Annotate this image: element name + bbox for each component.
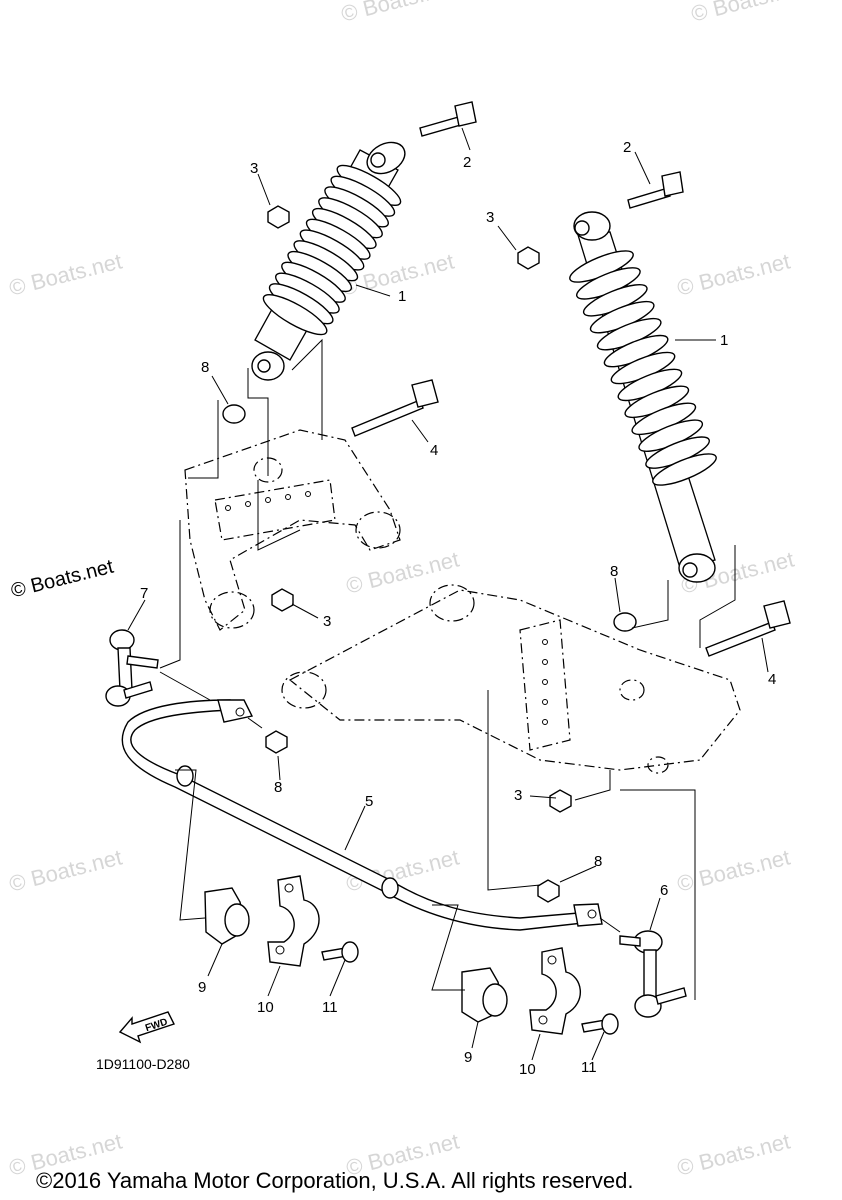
callout-9: 9 bbox=[464, 1049, 472, 1066]
callout-2: 2 bbox=[623, 139, 631, 156]
callout-8: 8 bbox=[274, 779, 282, 796]
fwd-arrow-icon: FWD bbox=[118, 1011, 175, 1044]
callout-6: 6 bbox=[660, 882, 668, 899]
callout-8: 8 bbox=[201, 359, 209, 376]
callout-1: 1 bbox=[398, 288, 406, 305]
callout-8: 8 bbox=[610, 563, 618, 580]
bolt-4-left bbox=[351, 379, 439, 437]
callout-4: 4 bbox=[430, 442, 438, 459]
callout-1: 1 bbox=[720, 332, 728, 349]
bushing-9 bbox=[204, 887, 508, 1023]
leader-lines bbox=[127, 127, 769, 1061]
callout-8: 8 bbox=[594, 853, 602, 870]
rear-arm-right bbox=[281, 584, 741, 774]
stabilizer-bar bbox=[121, 699, 603, 931]
callout-5: 5 bbox=[365, 793, 373, 810]
callout-10: 10 bbox=[519, 1061, 536, 1078]
callout-4: 4 bbox=[768, 671, 776, 688]
callout-2: 2 bbox=[463, 154, 471, 171]
bolt-4-right bbox=[705, 600, 791, 657]
stabilizer-link-6 bbox=[619, 930, 687, 1018]
spring-coil bbox=[262, 294, 328, 336]
copyright: ©2016 Yamaha Motor Corporation, U.S.A. A… bbox=[36, 1168, 634, 1193]
bolt-2-right bbox=[627, 171, 684, 209]
callout-9: 9 bbox=[198, 979, 206, 996]
callout-3: 3 bbox=[323, 613, 331, 630]
callout-3: 3 bbox=[486, 209, 494, 226]
assembly-lines bbox=[159, 338, 736, 1000]
callout-7: 7 bbox=[140, 585, 148, 602]
shock-absorber-right bbox=[569, 211, 717, 583]
bolt-2-left bbox=[419, 101, 477, 137]
stabilizer-link-7 bbox=[105, 629, 159, 707]
nut-3 bbox=[267, 205, 572, 813]
bracket-10 bbox=[267, 875, 582, 1035]
callout-numbers: 1 1 2 2 3 3 3 3 4 4 5 6 7 8 8 8 8 9 9 10… bbox=[140, 139, 776, 1078]
callout-11: 11 bbox=[322, 999, 338, 1016]
callout-10: 10 bbox=[257, 999, 274, 1016]
bolt-11 bbox=[321, 941, 619, 1035]
diagram-code: 1D91100-D280 bbox=[96, 1056, 190, 1072]
callout-3: 3 bbox=[514, 787, 522, 804]
callout-11: 11 bbox=[581, 1059, 597, 1076]
spring-coil bbox=[652, 453, 717, 486]
nut-8 bbox=[222, 404, 637, 903]
shock-absorber-left bbox=[251, 141, 406, 381]
callout-3: 3 bbox=[250, 160, 258, 177]
